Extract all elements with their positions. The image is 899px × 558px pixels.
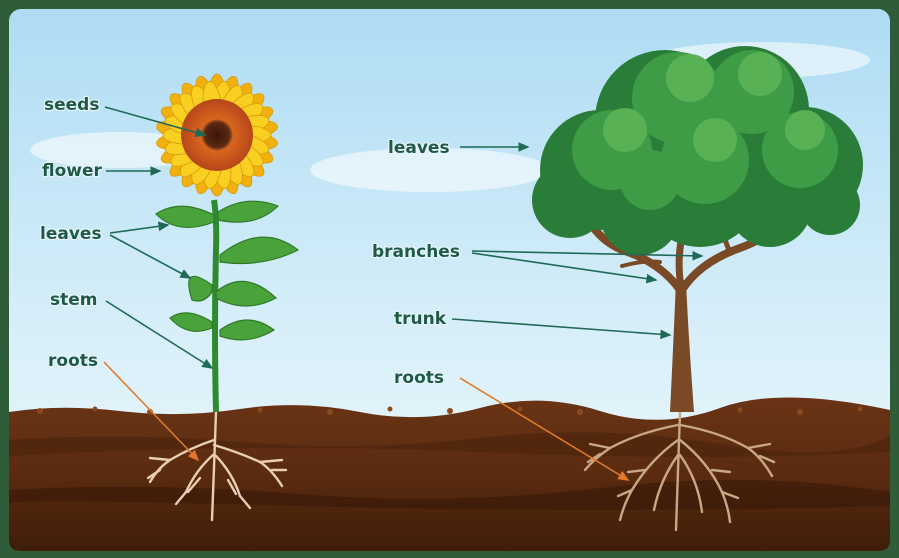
label-tree-trunk: trunk [394,309,447,329]
label-sunflower-flower: flower [42,161,103,181]
label-sunflower-stem: stem [50,290,98,310]
soil [9,397,890,551]
label-sunflower-leaves: leaves [40,224,102,244]
label-tree-roots: roots [394,368,444,388]
label-tree-leaves: leaves [388,138,450,158]
label-sunflower-roots: roots [48,351,98,371]
sunflower-stem [214,200,216,412]
sunflower-seed-head [181,99,253,171]
label-tree-branches: branches [372,242,460,262]
label-sunflower-seeds: seeds [44,95,99,115]
